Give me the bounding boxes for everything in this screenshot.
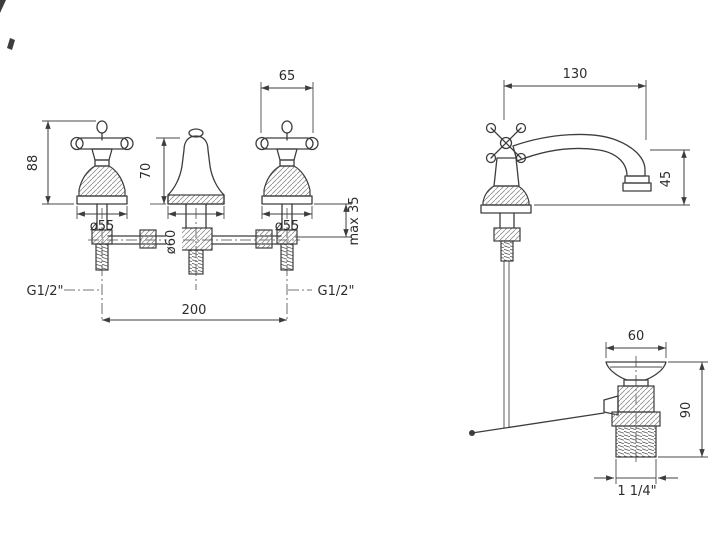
dim-label-60: 60 <box>628 329 645 344</box>
dim-label-130: 130 <box>563 67 588 82</box>
print-artifact <box>0 0 15 50</box>
pop-up-lever <box>469 412 605 436</box>
dim-label-max35: max 35 <box>347 197 362 246</box>
side-view: 130 45 <box>480 67 690 428</box>
waste-view: 60 90 1 1/4" <box>469 329 708 499</box>
thread-label-left-text: G1/2" <box>27 284 64 299</box>
front-view: 65 88 70 ø55 ø60 <box>26 69 362 323</box>
dim-center-escutcheon: ø60 <box>164 206 225 262</box>
dim-left-escutcheon: ø55 <box>76 206 128 234</box>
dim-waste-thread: 1 1/4" <box>594 459 678 499</box>
dim-spout-height-above-deck: 45 <box>534 149 690 206</box>
waste-body <box>603 356 667 464</box>
thread-label-left: G1/2" <box>27 284 101 299</box>
dim-label-88: 88 <box>26 155 41 172</box>
dim-spout-height: 70 <box>139 137 180 205</box>
dim-overall-height: 88 <box>26 120 96 205</box>
dim-handle-width: 65 <box>260 69 314 133</box>
dim-label-dia60: ø60 <box>164 230 179 255</box>
dim-label-90: 90 <box>679 402 694 419</box>
dim-label-dia55-left: ø55 <box>90 219 115 234</box>
dim-label-1-1-4: 1 1/4" <box>617 484 656 499</box>
thread-label-right-text: G1/2" <box>318 284 355 299</box>
thread-label-right: G1/2" <box>288 284 354 299</box>
dim-hole-spacing: 200 <box>102 303 287 323</box>
side-tap <box>480 122 652 428</box>
dim-waste-height: 90 <box>658 361 708 458</box>
dim-label-200: 200 <box>182 303 207 318</box>
dim-waste-top-diameter: 60 <box>605 329 667 358</box>
dim-label-65: 65 <box>279 69 296 84</box>
dim-right-escutcheon: ø55 <box>261 206 313 234</box>
dim-overall-length: 130 <box>503 67 647 140</box>
dim-label-45: 45 <box>659 171 674 188</box>
dim-label-70: 70 <box>139 163 154 180</box>
center-spout-front <box>167 128 225 290</box>
dim-max-deck: max 35 <box>295 197 362 246</box>
dim-label-dia55-right: ø55 <box>275 219 300 234</box>
